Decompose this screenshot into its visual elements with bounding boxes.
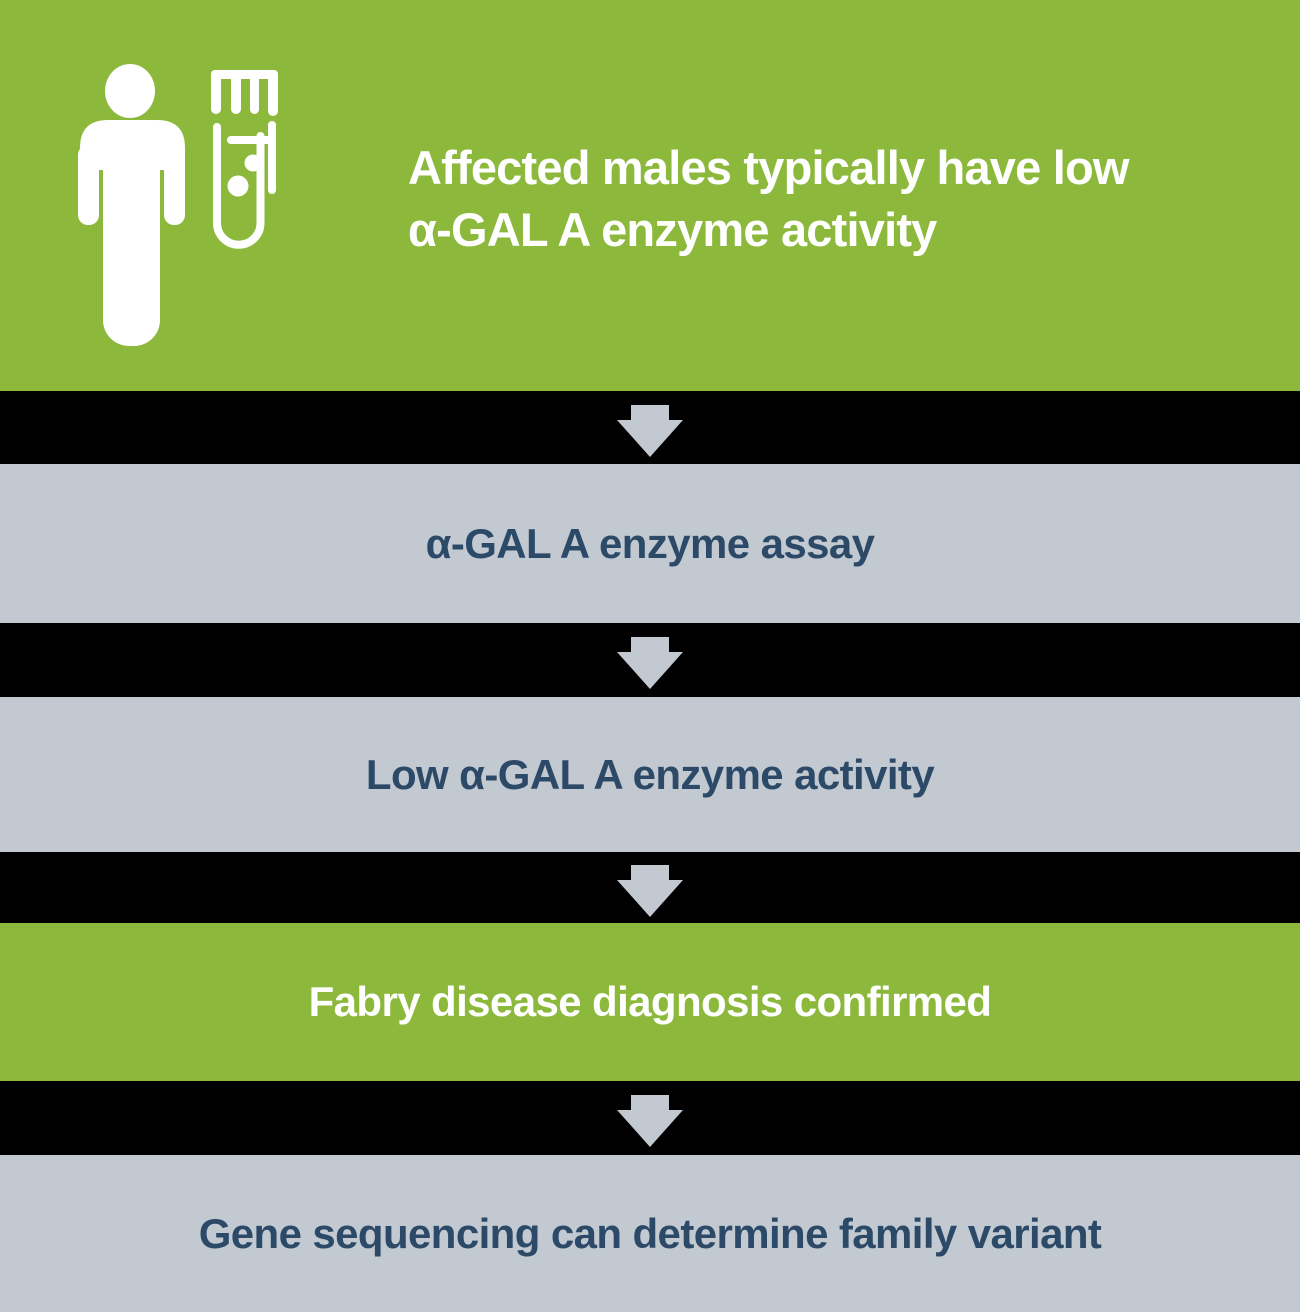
- connector-gap: [0, 1081, 1300, 1155]
- hero-title: Affected males typically have low α-GAL …: [408, 137, 1129, 261]
- hero-title-line2: α-GAL A enzyme activity: [408, 203, 937, 256]
- connector-gap: [0, 852, 1300, 923]
- step-label: Gene sequencing can determine family var…: [198, 1209, 1102, 1257]
- connector-gap: [0, 623, 1300, 697]
- hero-icons: [78, 64, 278, 346]
- male-figure-icon: [78, 64, 185, 346]
- down-arrow-icon: [617, 1095, 683, 1147]
- step-enzyme-assay: α-GAL A enzyme assay: [0, 464, 1300, 623]
- down-arrow-icon: [617, 864, 683, 917]
- step-diagnosis-confirmed: Fabry disease diagnosis confirmed: [0, 923, 1300, 1081]
- hero-band: Affected males typically have low α-GAL …: [0, 0, 1300, 391]
- hero-title-line1: Affected males typically have low: [408, 141, 1129, 194]
- down-arrow-icon: [617, 404, 683, 457]
- step-gene-sequencing: Gene sequencing can determine family var…: [0, 1155, 1300, 1312]
- step-label: Fabry disease diagnosis confirmed: [308, 978, 992, 1025]
- test-tube-icon: [211, 70, 278, 249]
- step-label: α-GAL A enzyme assay: [425, 519, 875, 567]
- step-low-enzyme-activity: Low α-GAL A enzyme activity: [0, 697, 1300, 852]
- step-label: Low α-GAL A enzyme activity: [365, 750, 935, 798]
- down-arrow-icon: [617, 637, 683, 689]
- connector-gap: [0, 391, 1300, 464]
